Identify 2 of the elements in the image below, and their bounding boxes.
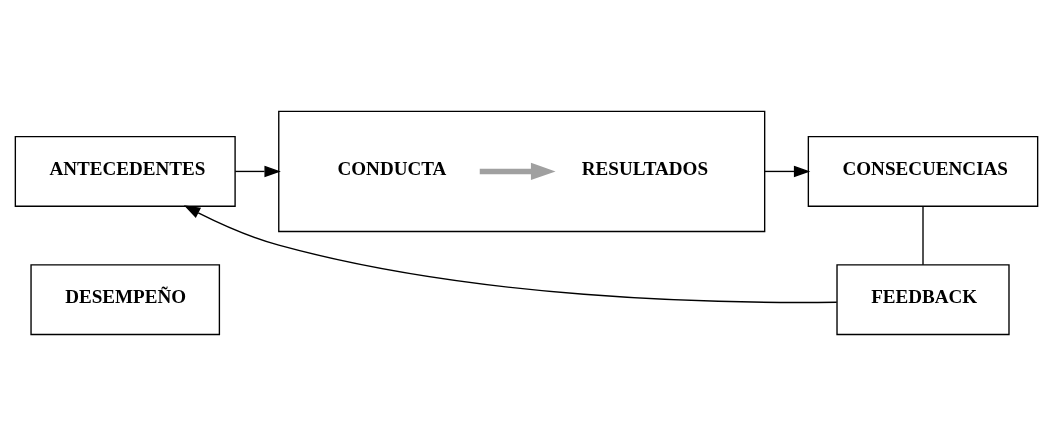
node-text: CONDUCTA <box>337 157 447 179</box>
node-text: RESULTADOS <box>581 157 709 179</box>
